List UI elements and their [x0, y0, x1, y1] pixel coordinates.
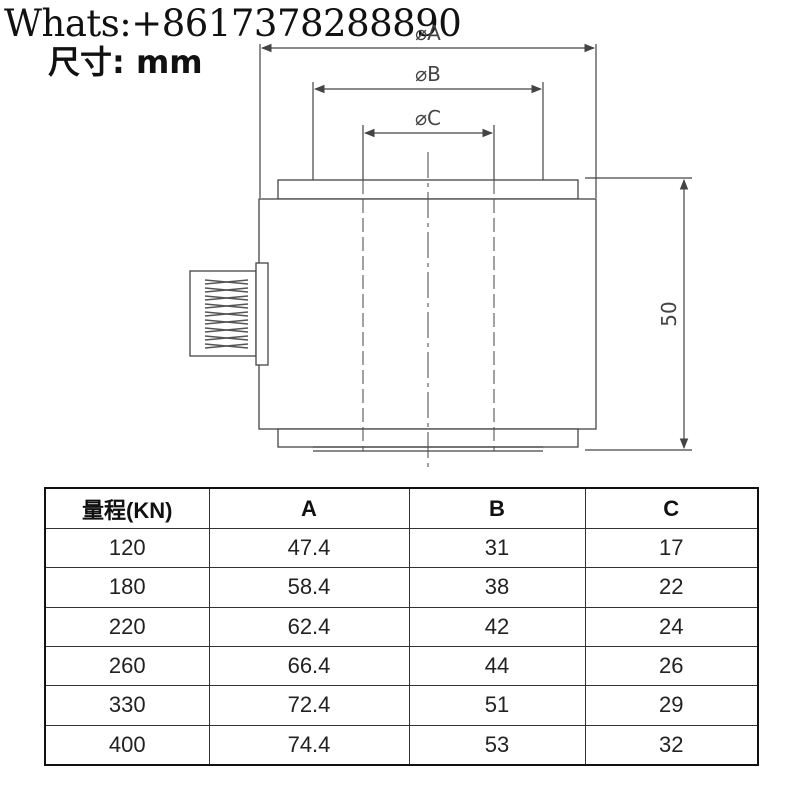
dimension-c [362, 125, 495, 180]
cell-range: 120 [44, 527, 210, 569]
connector-thread [204, 279, 249, 349]
table-row: 330 72.4 51 29 [44, 685, 759, 726]
unit-label: 尺寸: mm [48, 43, 203, 81]
spec-table: 量程(KN) A B C 120 47.4 31 17 180 58.4 38 … [44, 487, 759, 766]
dimension-b [312, 82, 544, 180]
cell-c: 22 [584, 567, 759, 608]
sensor-body [258, 179, 597, 452]
table-row: 120 47.4 31 17 [44, 527, 759, 569]
bore-hidden-lines [362, 180, 495, 451]
dimension-c-label: ⌀C [415, 106, 441, 130]
cell-a: 62.4 [208, 606, 410, 647]
header-range: 量程(KN) [44, 487, 210, 529]
cell-b: 38 [408, 567, 586, 608]
cell-b: 31 [408, 527, 586, 569]
cell-a: 47.4 [208, 527, 410, 569]
cell-range: 260 [44, 645, 210, 687]
cell-range: 180 [44, 567, 210, 608]
cell-b: 42 [408, 606, 586, 647]
cable-connector [189, 262, 269, 366]
cell-c: 24 [584, 606, 759, 647]
dimension-a [259, 43, 597, 198]
technical-drawing: ⌀A ⌀B ⌀C 50 [189, 21, 692, 470]
watermark-text: Whats:+8617378288890 [4, 2, 462, 45]
dimension-a-label: ⌀A [415, 21, 441, 45]
cell-b: 53 [408, 724, 586, 766]
cell-c: 29 [584, 685, 759, 726]
cell-range: 400 [44, 724, 210, 766]
cell-range: 330 [44, 685, 210, 726]
cell-b: 44 [408, 645, 586, 687]
table-row: 180 58.4 38 22 [44, 567, 759, 608]
header-a: A [208, 487, 410, 529]
cell-c: 17 [584, 527, 759, 569]
cell-a: 72.4 [208, 685, 410, 726]
cell-b: 51 [408, 685, 586, 726]
cell-a: 58.4 [208, 567, 410, 608]
header-b: B [408, 487, 586, 529]
table-row: 400 74.4 53 32 [44, 724, 759, 766]
cell-c: 26 [584, 645, 759, 687]
cell-a: 74.4 [208, 724, 410, 766]
cell-a: 66.4 [208, 645, 410, 687]
cell-c: 32 [584, 724, 759, 766]
table-row: 260 66.4 44 26 [44, 645, 759, 687]
cell-range: 220 [44, 606, 210, 647]
dimension-b-label: ⌀B [415, 62, 441, 86]
table-row: 220 62.4 42 24 [44, 606, 759, 647]
dimension-height-label: 50 [657, 301, 681, 326]
table-header-row: 量程(KN) A B C [44, 487, 759, 529]
header-c: C [584, 487, 759, 529]
dimension-height [585, 177, 692, 451]
